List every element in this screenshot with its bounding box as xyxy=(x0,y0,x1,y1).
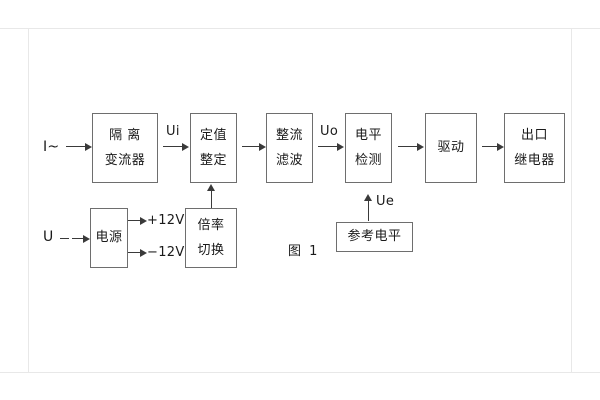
block-power-supply: 电源 xyxy=(90,208,128,268)
block-output-relay: 出口 继电器 xyxy=(504,113,565,183)
block-setpoint-line-1: 定值 xyxy=(199,127,227,143)
connector-u-lead-dash xyxy=(60,238,69,239)
block-drive: 驱动 xyxy=(425,113,477,183)
signal-label-minus12v: −12V xyxy=(147,245,185,260)
block-level-detection: 电平 检测 xyxy=(345,113,392,183)
block-leveldetect-line-1: 电平 xyxy=(354,127,382,143)
arrowhead-u-to-power xyxy=(83,235,90,243)
block-isolation-line-2: 变流器 xyxy=(104,152,146,168)
connector-isolation-to-setpoint xyxy=(163,146,182,147)
voltage-input-label: U xyxy=(43,229,54,245)
block-rectify-line-2: 滤波 xyxy=(275,152,303,168)
arrowhead-leveldetect-to-drive xyxy=(417,143,424,151)
block-reference-line-1: 参考电平 xyxy=(347,229,402,245)
signal-label-uo: Uo xyxy=(320,124,339,139)
arrowhead-isolation-to-setpoint xyxy=(182,143,189,151)
signal-label-plus12v: +12V xyxy=(147,213,185,228)
block-setpoint-line-2: 整定 xyxy=(199,152,227,168)
arrowhead-i-to-isolation xyxy=(85,143,92,151)
block-power-line-1: 电源 xyxy=(95,230,123,246)
figure-caption: 图 1 xyxy=(288,244,320,259)
connector-reference-to-leveldetect xyxy=(368,200,369,221)
connector-u-to-power xyxy=(72,238,83,239)
arrowhead-power-plus12v xyxy=(140,217,147,225)
connector-power-minus12v xyxy=(128,252,142,253)
block-isolation-transformer: 隔 离 变流器 xyxy=(92,113,158,183)
block-multiplier-switch: 倍率 切换 xyxy=(185,208,237,268)
block-reference-level: 参考电平 xyxy=(336,222,413,252)
block-leveldetect-line-2: 检测 xyxy=(354,152,382,168)
arrowhead-power-minus12v xyxy=(140,249,147,257)
block-rectifier-filter: 整流 滤波 xyxy=(266,113,313,183)
block-multiplier-line-2: 切换 xyxy=(197,242,225,258)
connector-multiplier-to-setpoint xyxy=(211,190,212,208)
connector-rectify-to-leveldetect xyxy=(318,146,337,147)
block-drive-line-1: 驱动 xyxy=(437,140,465,156)
block-rectify-line-1: 整流 xyxy=(275,127,303,143)
frame-top-line xyxy=(0,28,600,29)
frame-bottom-line xyxy=(0,372,600,373)
signal-label-ue: Ue xyxy=(376,194,395,209)
block-outputrelay-line-2: 继电器 xyxy=(514,152,555,168)
arrowhead-drive-to-outputrelay xyxy=(497,143,504,151)
signal-label-ui: Ui xyxy=(166,124,180,139)
connector-leveldetect-to-drive xyxy=(398,146,417,147)
arrowhead-reference-to-leveldetect xyxy=(364,194,372,201)
arrowhead-setpoint-to-rectify xyxy=(259,143,266,151)
block-multiplier-line-1: 倍率 xyxy=(197,217,225,233)
frame-right-line xyxy=(571,28,572,373)
current-input-label: I~ xyxy=(43,139,60,155)
connector-drive-to-outputrelay xyxy=(482,146,497,147)
block-setpoint-adjust: 定值 整定 xyxy=(190,113,237,183)
arrowhead-multiplier-to-setpoint xyxy=(207,184,215,191)
connector-i-to-isolation xyxy=(66,146,85,147)
frame-left-line xyxy=(28,28,29,373)
connector-setpoint-to-rectify xyxy=(242,146,259,147)
connector-power-plus12v xyxy=(128,220,142,221)
block-outputrelay-line-1: 出口 xyxy=(520,127,548,143)
arrowhead-rectify-to-leveldetect xyxy=(337,143,344,151)
block-isolation-line-1: 隔 离 xyxy=(109,127,141,143)
